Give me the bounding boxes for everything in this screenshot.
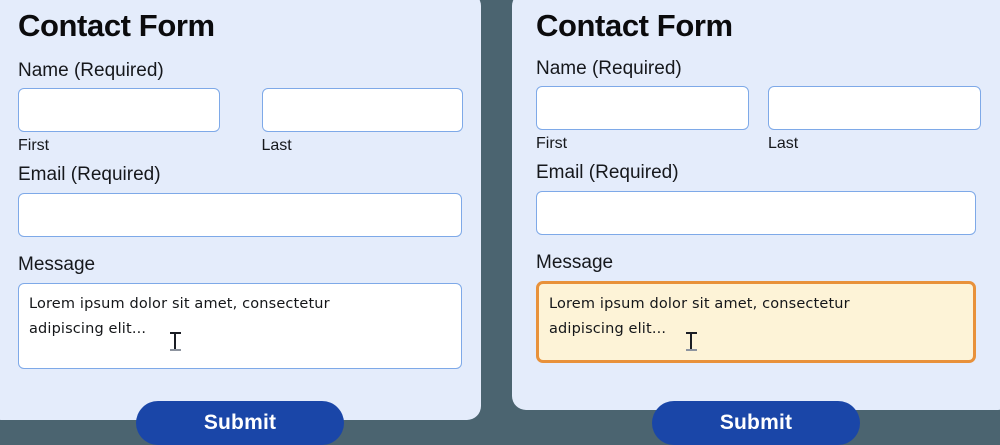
email-field-group: Email (Required) [536,161,988,236]
message-textarea-focused[interactable]: Lorem ipsum dolor sit amet, consectetur … [536,280,976,363]
first-name-sub-label: First [18,137,50,155]
name-field-label: Name (Required) [18,59,164,81]
message-field-label: Message [18,254,96,276]
name-field-group: Name (Required) First Last [536,57,988,154]
name-input-row: First Last [18,88,463,155]
message-textarea-value: Lorem ipsum dolor sit amet, consectetur … [29,295,335,337]
last-name-sub-label: Last [768,135,799,153]
first-name-column: First [18,88,220,155]
contact-form-panel-right: Contact Form Name (Required) First Last … [512,0,1000,410]
last-name-input[interactable] [261,88,463,133]
email-field-label: Email (Required) [18,164,161,186]
name-field-label: Name (Required) [536,57,682,79]
message-field-group: Message Lorem ipsum dolor sit amet, cons… [18,253,463,369]
name-input-row: First Last [536,86,988,153]
message-field-label: Message [536,252,614,274]
first-name-input[interactable] [18,88,220,133]
name-field-group: Name (Required) First Last [18,59,463,156]
email-field-label: Email (Required) [536,162,679,184]
first-name-column: First [536,86,749,153]
submit-button-left[interactable]: Submit [136,401,344,445]
submit-button-right[interactable]: Submit [652,401,860,445]
message-textarea-value: Lorem ipsum dolor sit amet, consectetur … [549,295,855,337]
last-name-input[interactable] [768,86,981,131]
last-name-column: Last [768,86,981,153]
email-field-group: Email (Required) [18,163,463,238]
first-name-sub-label: First [536,135,568,153]
first-name-input[interactable] [536,86,749,131]
email-input[interactable] [536,191,976,236]
page-title: Contact Form [536,8,733,43]
last-name-sub-label: Last [261,137,292,155]
page-title: Contact Form [18,8,215,43]
email-input[interactable] [18,193,462,238]
message-textarea[interactable]: Lorem ipsum dolor sit amet, consectetur … [18,282,462,369]
message-field-group: Message Lorem ipsum dolor sit amet, cons… [536,251,988,363]
last-name-column: Last [261,88,463,155]
contact-form-panel-left: Contact Form Name (Required) First Last … [0,0,481,420]
